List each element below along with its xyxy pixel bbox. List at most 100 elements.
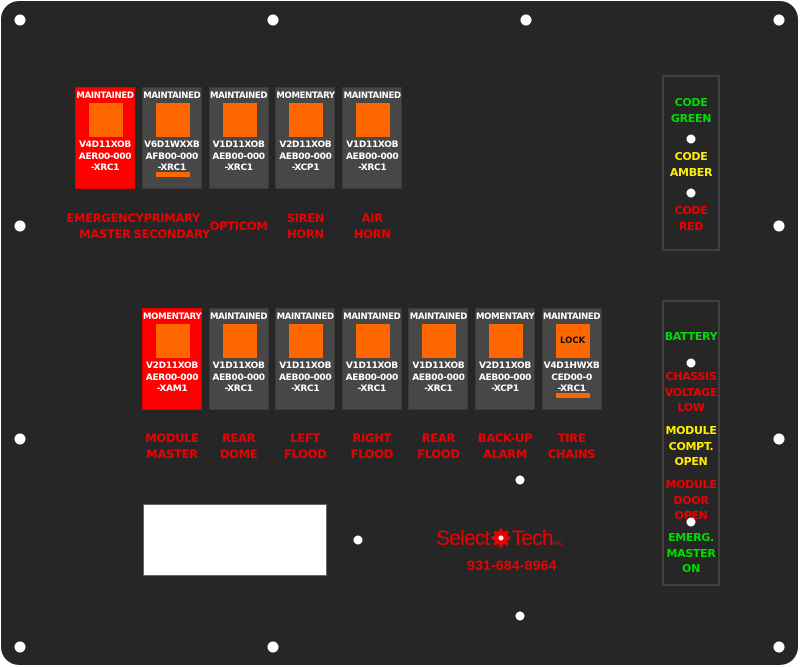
label-line: MODULE xyxy=(145,431,199,445)
part-number-line: AER00-000 xyxy=(145,372,199,383)
mounting-hole xyxy=(773,220,785,232)
part-number-line: -XAM1 xyxy=(156,384,188,394)
mounting-hole xyxy=(14,220,26,232)
switch-type-label: MAINTAINED xyxy=(276,312,334,322)
indicator-text: VOLTAGE xyxy=(664,385,718,399)
mounting-hole xyxy=(353,535,363,545)
part-number-line: V2D11XOB xyxy=(479,361,531,371)
part-number-line: AEB00-000 xyxy=(279,372,332,383)
switch-indicator-light xyxy=(356,103,391,137)
indicator-text: LOW xyxy=(677,401,705,414)
switch-indicator-light xyxy=(156,324,190,358)
label-line: REAR xyxy=(421,431,456,445)
label-line: ALARM xyxy=(483,447,527,461)
label-line: PRIMARY xyxy=(143,211,201,225)
part-number-line: -XRC1 xyxy=(291,384,320,394)
indicator-module-door-open: MODULE DOOR OPEN xyxy=(664,477,718,524)
mounting-hole xyxy=(14,433,26,445)
part-number-line: AFB00-000 xyxy=(145,151,199,162)
indicator-text: GREEN xyxy=(670,111,712,125)
indicator-emerg-master-on: EMERG. MASTER ON xyxy=(664,530,718,577)
part-number-line: CED00-0 xyxy=(551,372,592,383)
logo-text-left: Select xyxy=(436,527,490,550)
part-number-line: AER00-000 xyxy=(78,151,132,162)
switch-indicator-light xyxy=(89,103,123,137)
label-line: MASTER xyxy=(146,447,198,461)
indicator-led xyxy=(686,358,696,368)
indicator-text: MODULE xyxy=(665,478,717,491)
label-line: FLOOD xyxy=(284,447,327,461)
indicator-text: CODE xyxy=(674,96,708,109)
label-line: MASTER xyxy=(79,227,131,241)
indicator-text: MASTER xyxy=(666,546,716,560)
indicator-battery: BATTERY xyxy=(664,329,718,345)
part-number-line: V1D11XOB xyxy=(412,361,465,371)
part-number-line: V1D11XOB xyxy=(346,140,399,150)
switch-indicator-light xyxy=(489,324,523,358)
switch-indicator-light: LOCK xyxy=(555,324,590,358)
part-number-line: V2D11XOB xyxy=(146,361,198,371)
part-number-line: -XRC1 xyxy=(224,384,253,394)
part-number-line: AEB00-000 xyxy=(478,372,532,383)
switch-type-label: MAINTAINED xyxy=(543,312,601,322)
gear-icon xyxy=(491,528,511,548)
indicator-chassis-voltage-low: CHASSIS VOLTAGE LOW xyxy=(664,369,718,416)
lock-label: LOCK xyxy=(560,336,586,346)
mounting-hole xyxy=(773,14,785,26)
blank-label-area xyxy=(143,504,327,576)
indicator-led xyxy=(686,517,696,527)
switch-indicator-light xyxy=(289,324,324,358)
indicator-code-green: CODE GREEN xyxy=(664,95,718,126)
switch-function-label: OPTICOM xyxy=(199,218,279,234)
label-line: HORN xyxy=(287,227,324,241)
part-number-line: -XRC1 xyxy=(357,384,387,394)
indicator-text: CHASSIS xyxy=(665,370,717,383)
mounting-hole xyxy=(773,433,785,445)
part-number-line: -XCP1 xyxy=(491,384,519,394)
switch-indicator-light xyxy=(355,324,390,358)
part-number-line: V6D1WXXB xyxy=(144,140,200,150)
switch-indicator-light xyxy=(222,103,257,137)
switch-indicator-light xyxy=(289,103,324,137)
label-line: FLOOD xyxy=(350,447,394,461)
indicator-led xyxy=(686,134,696,144)
part-number-line: -XRC1 xyxy=(90,163,120,173)
indicator-text: CODE xyxy=(674,204,708,217)
part-number-line: V2D11XOB xyxy=(279,140,332,150)
indicator-text: AMBER xyxy=(669,165,713,179)
part-number-line: -XRC1 xyxy=(358,163,387,173)
indicator-text: BATTERY xyxy=(664,330,718,343)
part-number-line: V4D11XOB xyxy=(79,140,131,150)
label-line: RIGHT xyxy=(352,431,392,445)
part-number-line: V1D11XOB xyxy=(345,361,398,371)
indicator-text: RED xyxy=(678,219,704,233)
switch-bar-indicator xyxy=(555,393,590,398)
label-line: AIR xyxy=(361,211,383,225)
code-indicator-panel: CODE GREEN CODE AMBER CODE RED xyxy=(662,75,720,251)
switch-type-label: MOMENTARY xyxy=(143,312,202,322)
part-number-line: V1D11XOB xyxy=(212,140,265,150)
